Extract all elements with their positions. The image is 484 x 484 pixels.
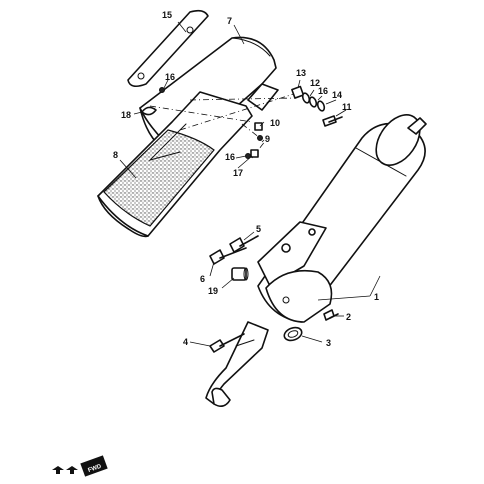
mount-fasteners (141, 85, 343, 159)
callout-1: 1 (374, 292, 379, 302)
callout-9: 9 (265, 134, 270, 144)
callout-4: 4 (183, 337, 188, 347)
arrow-icon (66, 466, 78, 474)
callout-6: 6 (200, 274, 205, 284)
callout-5: 5 (256, 224, 261, 234)
callout-16-right: 16 (318, 86, 328, 96)
arrow-icon (52, 466, 64, 474)
muffler-body (257, 114, 427, 323)
fwd-label: FWD (87, 463, 103, 474)
lower-fasteners (209, 235, 339, 353)
callout-3: 3 (326, 338, 331, 348)
callout-10: 10 (270, 118, 280, 128)
exhaust-pipe (205, 321, 269, 408)
callout-14: 14 (332, 90, 342, 100)
callout-12: 12 (310, 78, 320, 88)
callout-18: 18 (121, 110, 131, 120)
forward-direction-marker: FWD (52, 455, 108, 477)
leader-lines (119, 21, 381, 347)
callout-13: 13 (296, 68, 306, 78)
callout-2: 2 (346, 312, 351, 322)
callout-17: 17 (233, 168, 243, 178)
callout-15: 15 (162, 10, 172, 20)
callout-7: 7 (227, 16, 232, 26)
callout-19: 19 (208, 286, 218, 296)
callout-11: 11 (342, 102, 352, 112)
callout-16-mid: 16 (225, 152, 235, 162)
small-heat-guard (127, 9, 209, 88)
callout-16-top: 16 (165, 72, 175, 82)
part-callouts: 15 7 16 18 8 10 9 16 17 13 12 16 14 11 5… (113, 10, 379, 348)
inner-insulator (97, 91, 253, 238)
callout-8: 8 (113, 150, 118, 160)
